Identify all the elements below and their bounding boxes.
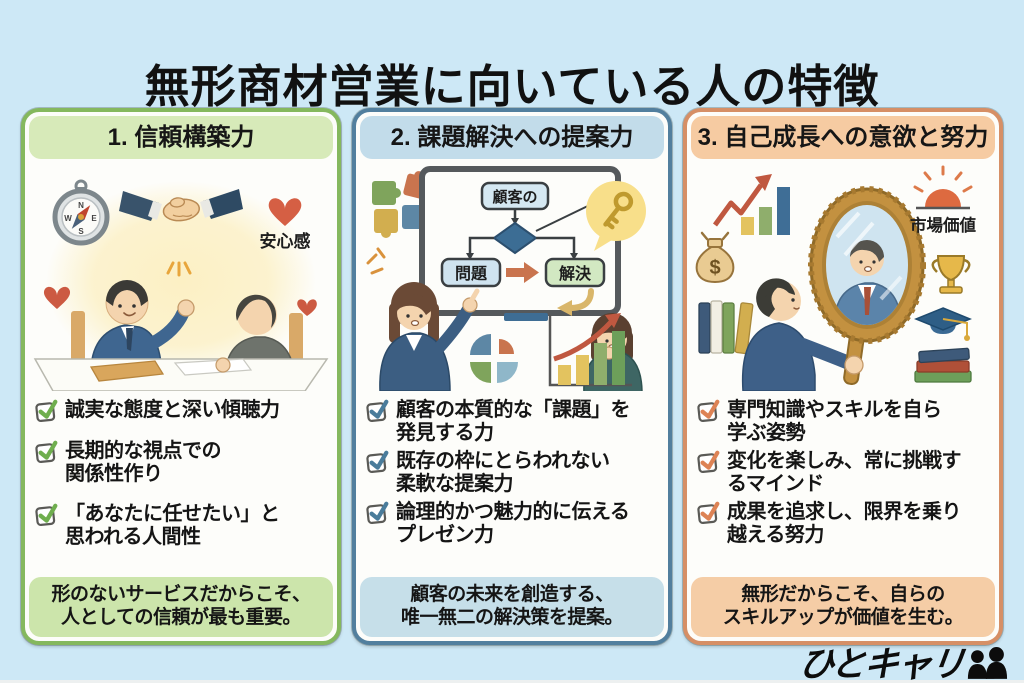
small-heart-icon (297, 299, 317, 316)
reassurance-label: 安心感 (260, 231, 311, 251)
card1-illustration: N S W E (25, 161, 337, 391)
growth-arrow-icon (712, 174, 790, 235)
svg-text:N: N (78, 201, 84, 210)
key-icon (586, 181, 646, 251)
checkbox-icon (697, 501, 720, 525)
flowchart: 顧客の 問題 解決 (440, 181, 606, 316)
bar-chart-icon (548, 313, 632, 387)
hand-mirror-icon (808, 186, 926, 386)
flowchart-solution-node (544, 257, 606, 288)
list-item: 既存の枠にとらわれない 柔軟な提案力 (366, 450, 662, 496)
list-item: 論理的かつ魅力的に伝える プレゼン力 (366, 501, 662, 547)
two-people-icon (967, 647, 1008, 679)
card2-title: 2. 課題解決への提案力 (360, 116, 664, 159)
heart-icon (268, 198, 302, 226)
list-item: 変化を楽しみ、常に挑戦す るマインド (697, 450, 993, 496)
list-item: 「あなたに任せたい」と 思われる人間性 (35, 503, 331, 549)
checkbox-icon (366, 501, 389, 525)
checkbox-icon (35, 440, 58, 464)
card3-illustration: $ (687, 161, 999, 391)
card1-checklist: 誠実な態度と深い傾聴力 長期的な視点での 関係性作り (25, 391, 337, 574)
books-icon (698, 300, 754, 355)
arrow-icon (506, 262, 539, 283)
svg-text:E: E (91, 214, 97, 223)
market-value-label: 市場価値 (910, 215, 977, 235)
checkbox-icon (35, 399, 58, 423)
svg-text:W: W (64, 214, 72, 223)
graduation-cap-icon (914, 307, 972, 341)
bottom-edge (0, 680, 1024, 683)
pie-chart-icon (470, 334, 518, 383)
svg-text:問題: 問題 (455, 265, 488, 283)
sparkle-icon (366, 247, 386, 275)
small-heart-icon (43, 286, 71, 309)
card2-footer: 顧客の未来を創造する、 唯一無二の解決策を提案。 (360, 577, 664, 637)
list-item: 長期的な視点での 関係性作り (35, 440, 331, 486)
checkbox-icon (35, 503, 58, 527)
checkbox-icon (366, 399, 389, 423)
card2-checklist: 顧客の本質的な「課題」を 発見する力 既存の枠にとらわれない 柔軟な提案力 (356, 391, 668, 574)
svg-text:$: $ (709, 257, 720, 279)
logo-text: ひとキャリ (796, 645, 966, 683)
book-stack-icon (914, 347, 972, 383)
cards-row: 1. 信頼構築力 (21, 108, 1003, 645)
presenter-woman (379, 282, 480, 391)
compass-icon: N S W E (52, 179, 110, 246)
checkbox-icon (366, 450, 389, 474)
card-problem-solving: 2. 課題解決への提案力 (352, 108, 672, 645)
table-illustration (33, 357, 329, 391)
money-bag-icon: $ (695, 231, 735, 284)
card3-title: 3. 自己成長への意欲と努力 (691, 116, 995, 159)
man-with-mirror-illustration (741, 186, 926, 391)
flowchart-problem-node (440, 257, 502, 288)
page-title: 無形商材営業に向いている人の特徴 (144, 61, 880, 113)
list-item: 成果を追求し、限界を乗り 越える努力 (697, 501, 993, 547)
card-self-growth: 3. 自己成長への意欲と努力 (683, 108, 1003, 645)
card-trust-building: 1. 信頼構築力 (21, 108, 341, 645)
svg-text:顧客の: 顧客の (492, 188, 537, 206)
trophy-icon (931, 255, 971, 294)
checkbox-icon (697, 450, 720, 474)
list-item: 誠実な態度と深い傾聴力 (35, 399, 331, 423)
list-item: 専門知識やスキルを自ら 学ぶ姿勢 (697, 399, 993, 445)
sun-icon (913, 165, 973, 210)
handshake-icon (119, 189, 243, 222)
svg-text:解決: 解決 (559, 264, 592, 283)
sparkle-icon (166, 261, 192, 277)
card1-footer: 形のないサービスだからこそ、 人としての信頼が最も重要。 (29, 577, 333, 637)
brand-logo: ひとキャリ (796, 645, 1010, 683)
checkbox-icon (697, 399, 720, 423)
flowchart-decision-diamond (492, 221, 538, 255)
svg-text:S: S (78, 227, 84, 236)
card3-footer: 無形だからこそ、自らの スキルアップが価値を生む。 (691, 577, 995, 637)
list-item: 顧客の本質的な「課題」を 発見する力 (366, 399, 662, 445)
card2-illustration: 顧客の 問題 解決 (356, 161, 668, 391)
card3-checklist: 専門知識やスキルを自ら 学ぶ姿勢 変化を楽しみ、常に挑戦す るマインド (687, 391, 999, 574)
card1-title: 1. 信頼構築力 (29, 116, 333, 159)
